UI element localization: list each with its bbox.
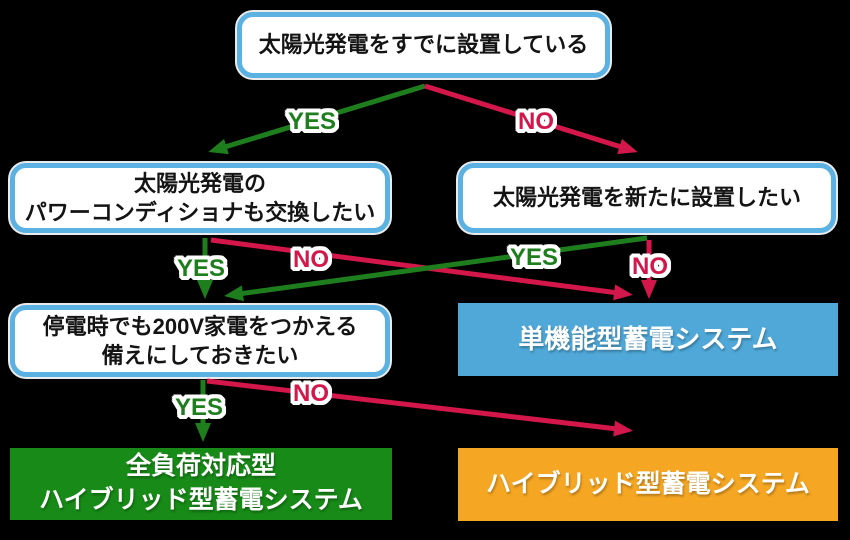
node-q-replace-pcs-line1: 太陽光発電の [133,170,266,196]
node-result-single-text: 単機能型蓄電システム [518,323,778,354]
arrow-bottom-no [206,378,633,437]
edge-label-bottom-no: NO [293,380,329,407]
node-result-hybrid: ハイブリッド型蓄電システム [458,448,838,521]
node-q-200v-line2: 備えにしておきたい [101,343,299,368]
node-q-200v-line1: 停電時でも200V家電をつかえる [42,313,358,339]
node-q-installed-text: 太陽光発電をすでに設置している [258,32,589,58]
node-result-hybrid-text: ハイブリッド型蓄電システム [486,469,810,498]
arrow-top-yes [208,83,426,155]
node-q-installed: 太陽光発電をすでに設置している [237,12,610,78]
edge-label-top-yes: YES [287,108,337,135]
node-q-200v: 停電時でも200V家電をつかえる 備えにしておきたい [10,305,390,377]
node-q-new-install: 太陽光発電を新たに設置したい [458,163,836,233]
node-result-full-hybrid: 全負荷対応型 ハイブリッド型蓄電システム [10,448,392,520]
edge-label-mid-right-yes: YES [509,244,559,271]
edge-label-bottom-yes: YES [174,394,224,421]
edge-label-top-no: NO [518,108,554,135]
arrow-mid-right-yes [224,235,648,302]
node-q-new-install-text: 太陽光発電を新たに設置したい [492,185,801,211]
node-q-replace-pcs: 太陽光発電の パワーコンディショナも交換したい [10,163,390,233]
node-q-replace-pcs-line2: パワーコンディショナも交換したい [24,200,376,225]
arrow-top-no [424,83,638,155]
node-result-single: 単機能型蓄電システム [458,303,838,376]
edge-label-mid-left-yes: YES [176,255,226,282]
node-result-full-hybrid-line2: ハイブリッド型蓄電システム [39,486,363,514]
edge-label-mid-left-no: NO [293,246,329,273]
node-result-full-hybrid-line1: 全負荷対応型 [125,452,276,481]
edge-label-mid-right-no: NO [632,253,668,280]
